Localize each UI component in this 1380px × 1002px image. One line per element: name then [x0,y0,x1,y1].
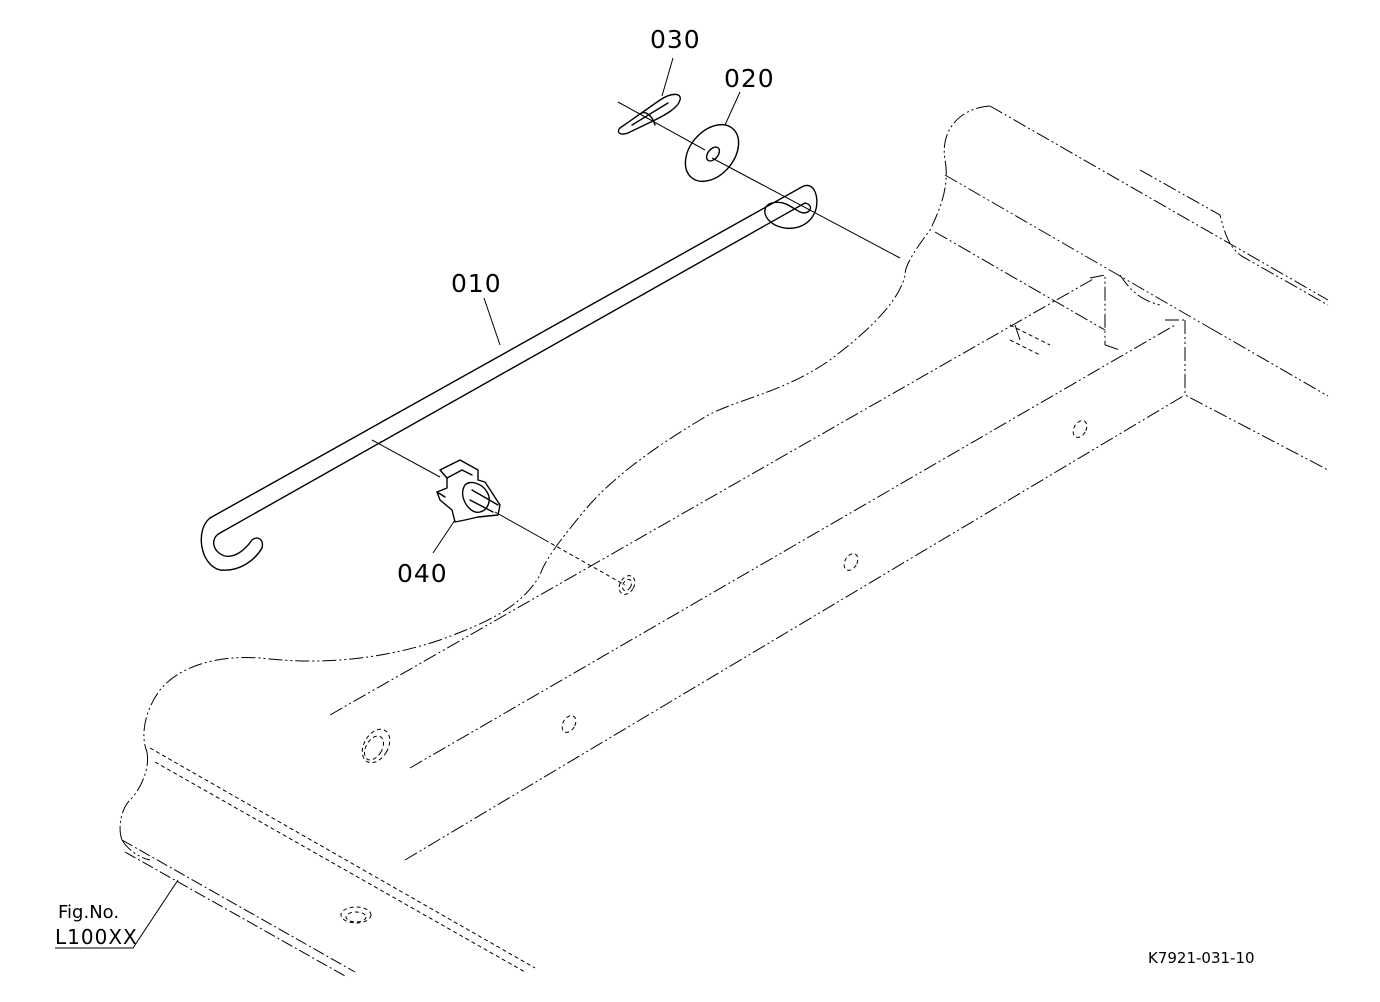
frame-holes [340,420,1088,924]
callout-010: 010 [451,269,502,298]
split-pin-030 [617,93,681,135]
frame-phantom [119,105,1329,977]
assembly-lines [371,101,901,586]
washer-020 [684,124,740,182]
callout-030: 030 [650,25,701,54]
rod-010 [200,184,818,571]
reference-code: K7921-031-10 [1148,949,1255,967]
callout-020: 020 [724,64,775,93]
clip-040 [436,459,501,523]
leader-lines [55,57,741,949]
figure-number: L100XX [55,925,138,949]
figure-label: Fig.No. [58,902,119,923]
callout-040: 040 [397,559,448,588]
